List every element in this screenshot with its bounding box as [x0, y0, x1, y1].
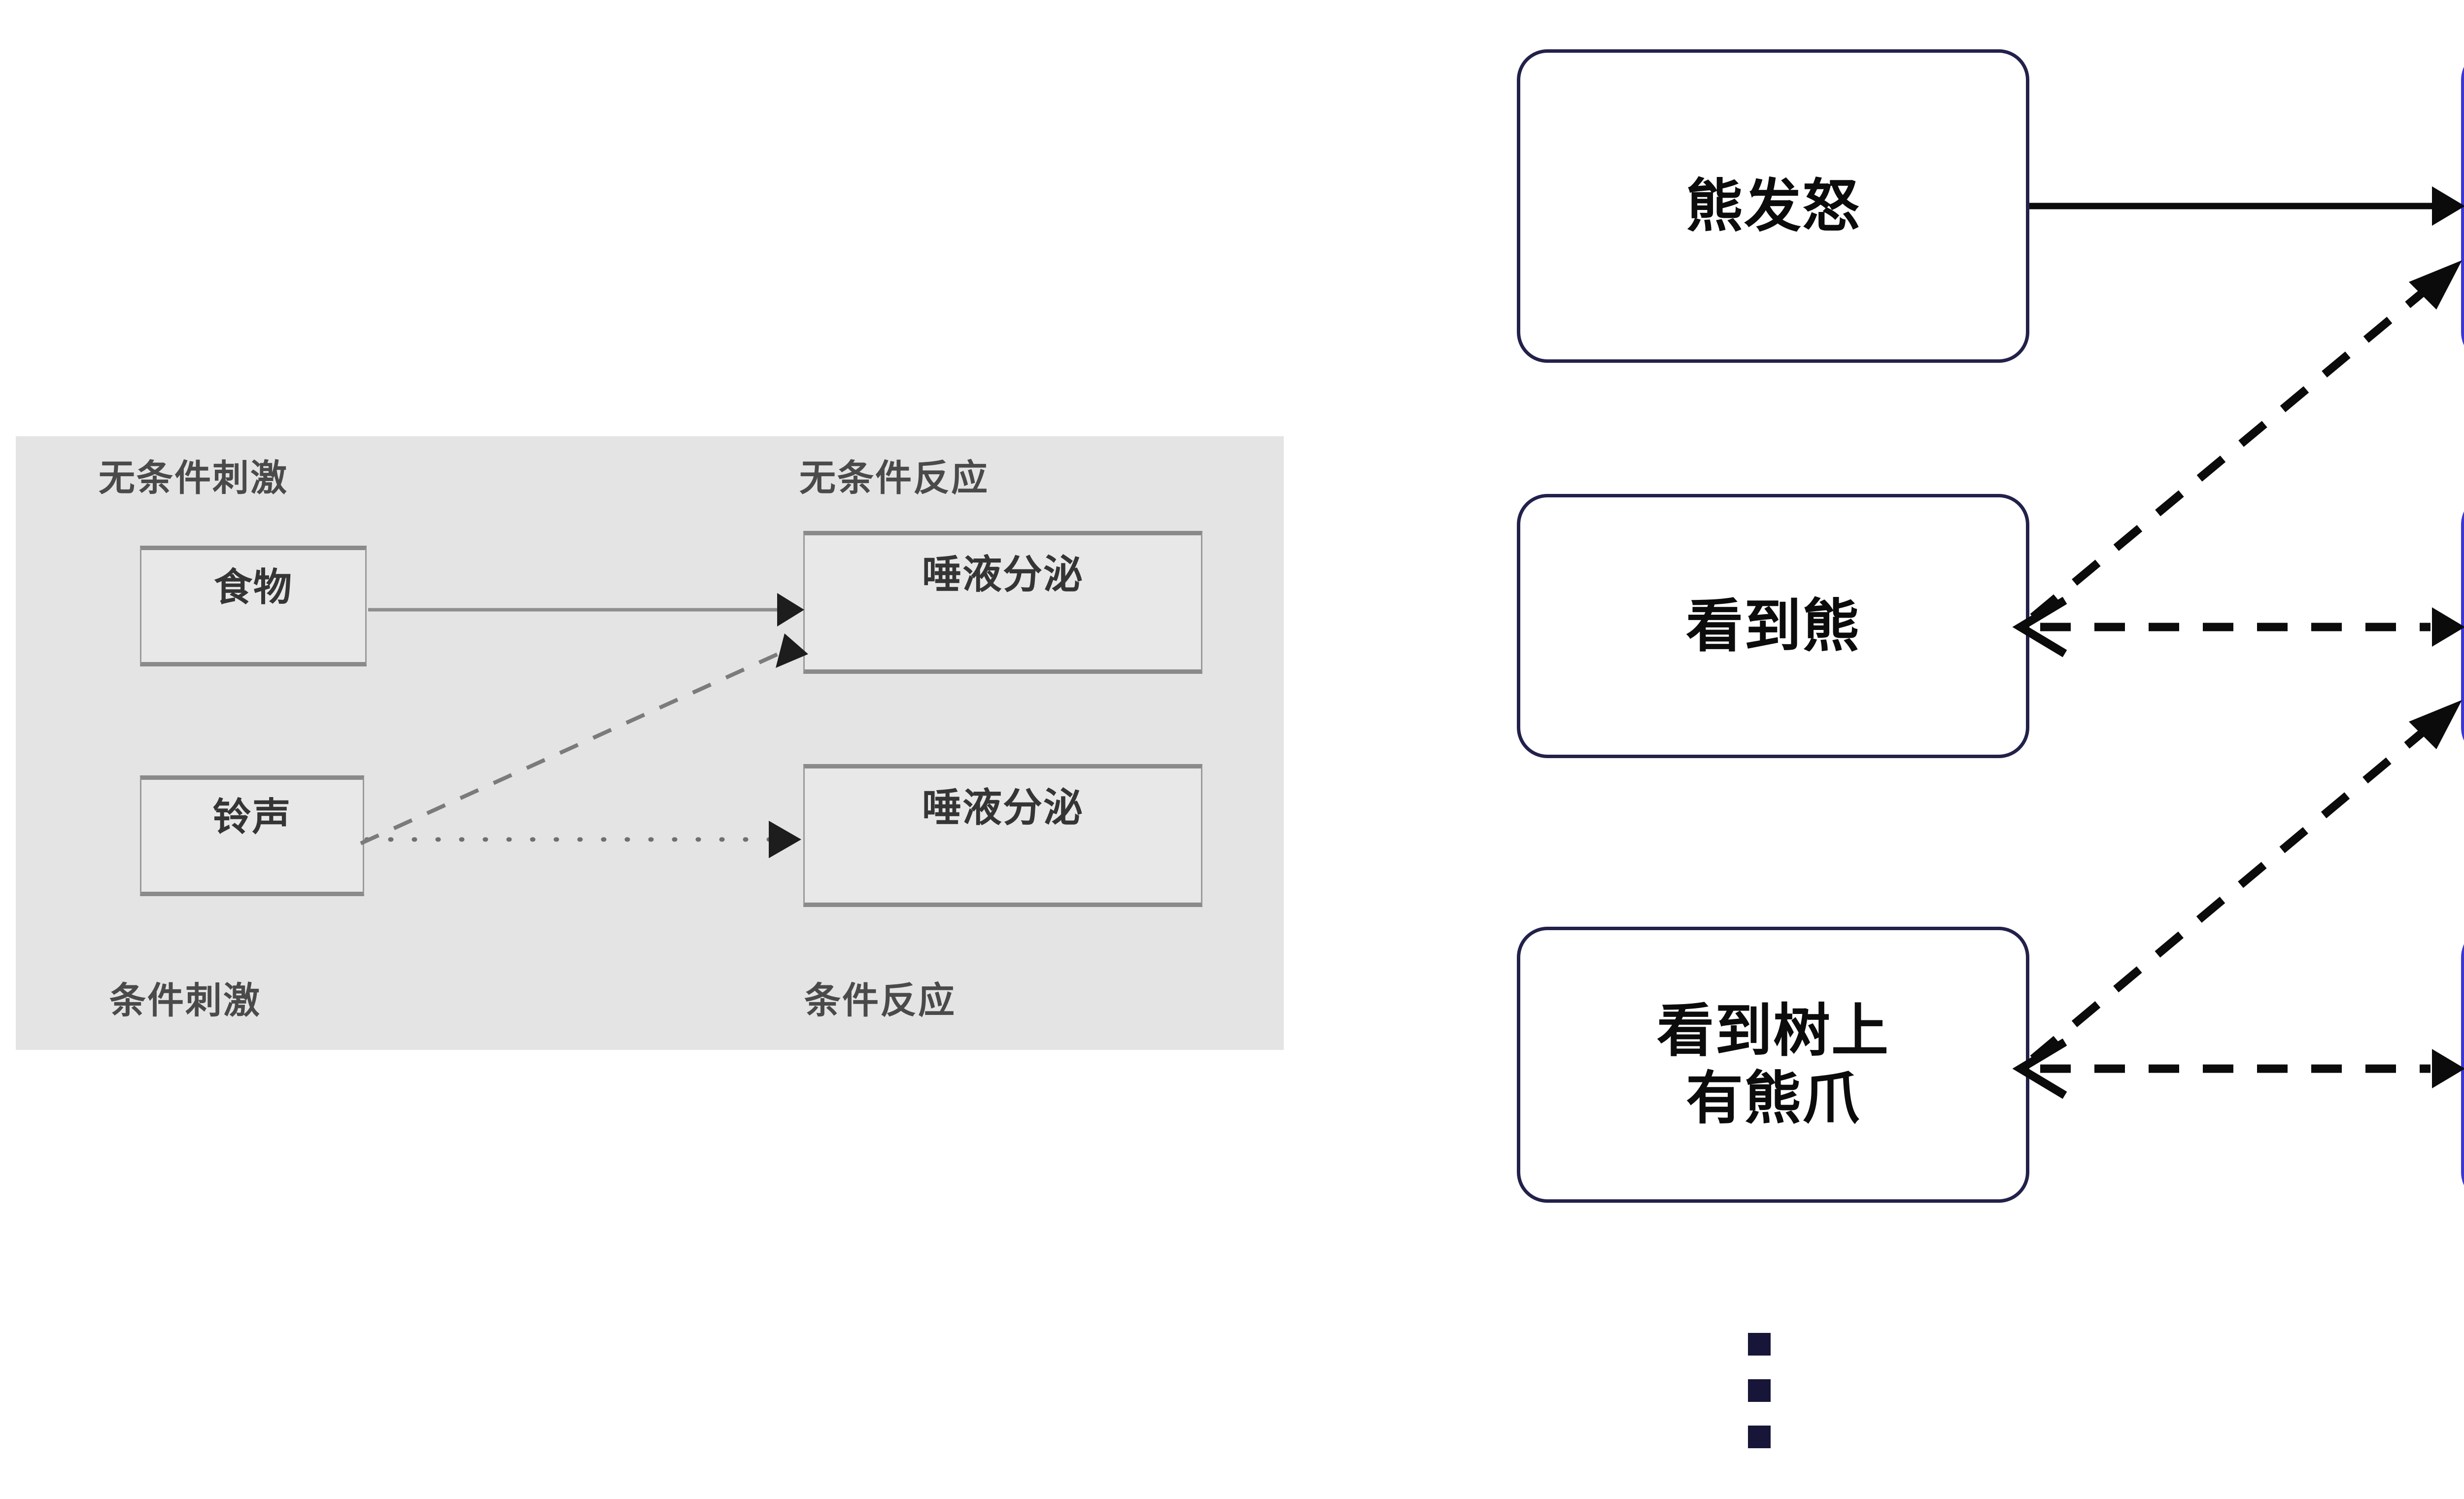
- rl-box-bear-anger[interactable]: 熊发怒: [1517, 49, 2029, 363]
- rl-arrow-layer: [2012, 186, 2464, 1099]
- rl-box-see-claw-line2: 有熊爪: [1686, 1066, 1860, 1130]
- caption-unconditioned-response: 无条件反应: [799, 457, 989, 498]
- rl-arrow-seeclaw-to-vsprime: [2030, 722, 2433, 1062]
- rl-arrowhead-seeclaw-to-vsprime: [2409, 700, 2462, 749]
- rl-arrow-seebear-to-reward: [2030, 282, 2433, 621]
- caption-conditioned-response: 条件反应: [804, 980, 956, 1021]
- ellipsis-dot: [1748, 1426, 1771, 1448]
- ellipsis-left-column: [1748, 1321, 1771, 1460]
- cc-box-salivation-conditioned: 唾液分泌: [803, 764, 1202, 907]
- cc-arrowhead-food: [777, 593, 804, 627]
- rl-arrowhead-seebear-to-reward: [2409, 260, 2462, 310]
- rl-arrowhead-seebear-to-vsprime-left: [2012, 596, 2067, 658]
- cc-box-salivation-unconditioned-label: 唾液分泌: [922, 553, 1084, 596]
- ellipsis-dot: [1748, 1333, 1771, 1356]
- cc-box-food-label: 食物: [213, 565, 293, 609]
- cc-box-food: 食物: [140, 546, 367, 666]
- rl-box-see-claw-label: 看到树上 有熊爪: [1657, 997, 1889, 1132]
- cc-arrowhead-bell-diagonal: [776, 633, 808, 668]
- rl-box-bear-anger-label: 熊发怒: [1686, 174, 1860, 238]
- classical-conditioning-panel: 无条件刺激 无条件反应 条件刺激 条件反应 食物 铃声 唾液分泌 唾液分泌: [16, 436, 1284, 1050]
- rl-arrowhead-anger-to-reward: [2432, 186, 2464, 226]
- rl-box-see-claw-line1: 看到树上: [1657, 999, 1889, 1063]
- rl-box-see-bear[interactable]: 看到熊: [1517, 494, 2029, 758]
- rl-arrowhead-seeclaw-to-vs-right: [2432, 1049, 2464, 1088]
- cc-box-salivation-unconditioned: 唾液分泌: [803, 531, 1202, 674]
- rl-arrowhead-seeclaw-to-vs-left: [2012, 1038, 2067, 1099]
- caption-unconditioned-stimulus: 无条件刺激: [99, 457, 288, 498]
- cc-box-salivation-conditioned-label: 唾液分泌: [922, 786, 1084, 830]
- rl-box-see-claw[interactable]: 看到树上 有熊爪: [1517, 927, 2029, 1203]
- rl-arrowhead-seebear-to-vsprime-right: [2432, 607, 2464, 647]
- rl-box-see-bear-label: 看到熊: [1686, 593, 1860, 658]
- cc-arrowhead-bell: [769, 821, 801, 858]
- cc-box-bell-label: 铃声: [212, 795, 292, 838]
- cc-arrow-bell-to-salivation-diagonal: [360, 650, 783, 845]
- ellipsis-dot: [1748, 1379, 1771, 1402]
- caption-conditioned-stimulus: 条件刺激: [109, 980, 261, 1021]
- cc-box-bell: 铃声: [140, 775, 364, 896]
- cc-arrow-layer: [360, 593, 808, 858]
